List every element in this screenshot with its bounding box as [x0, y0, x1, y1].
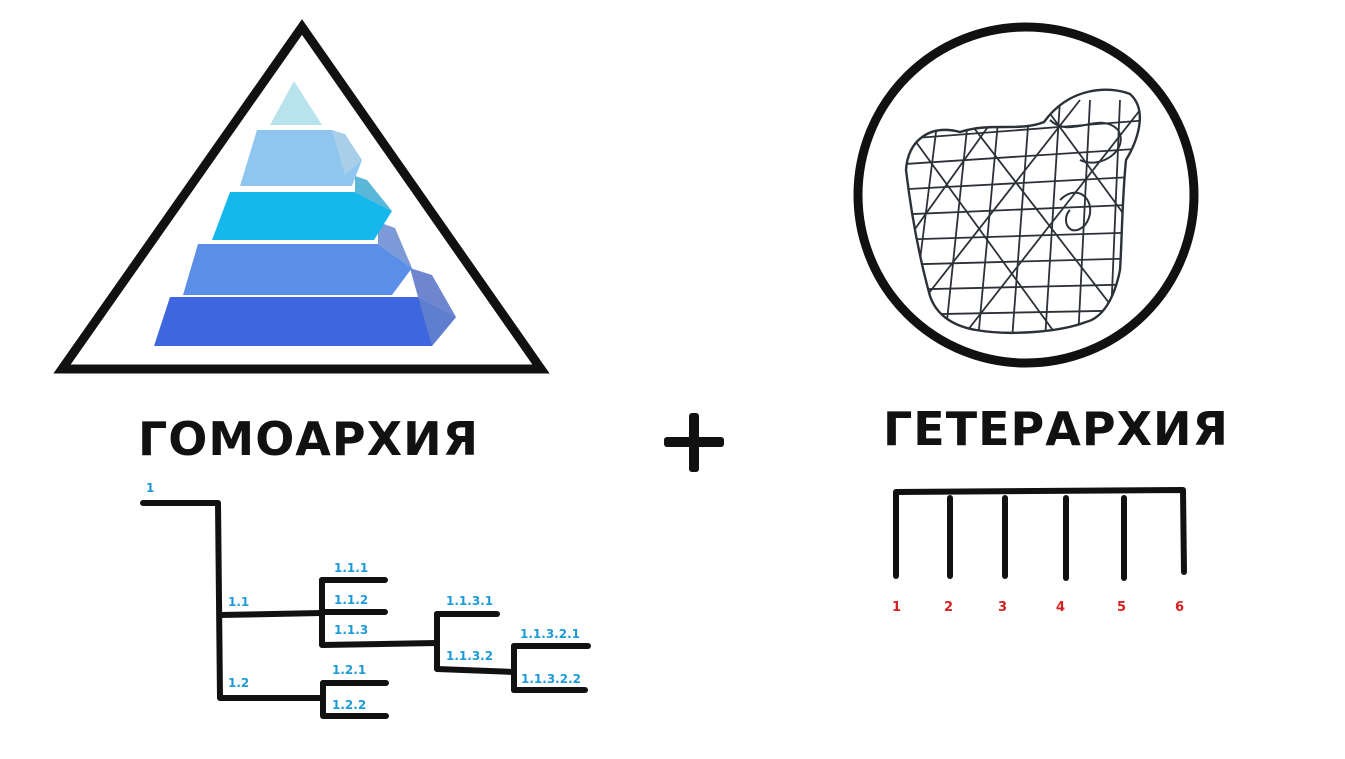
- heterarchy-column-labels: 1 2 3 4 5 6: [892, 600, 1184, 615]
- pyramid-level-2: [240, 130, 362, 186]
- pyramid-level-1: [270, 81, 322, 125]
- homoarchy-title: ГОМОАРХИЯ: [138, 412, 479, 466]
- tree-label: 1.1.3.2.1: [520, 627, 580, 641]
- pyramid-level-3: [212, 192, 392, 240]
- tree-label: 1.1.1: [334, 561, 368, 575]
- tree-label: 1.1: [228, 595, 249, 609]
- tree-label: 1.2.1: [332, 663, 366, 677]
- column-label: 6: [1175, 600, 1184, 615]
- net-icon: [904, 88, 1141, 334]
- tree-label: 1.1.3.2.2: [521, 672, 581, 686]
- tree-label: 1.1.3.2: [446, 649, 493, 663]
- pyramid-level-4: [183, 244, 412, 295]
- tree-label: 1.2.2: [332, 698, 366, 712]
- homoarchy-tree: [140, 500, 591, 719]
- tree-label: 1.1.2: [334, 593, 368, 607]
- pyramid-level-5: [154, 297, 456, 346]
- column-label: 4: [1056, 600, 1065, 615]
- column-label: 3: [998, 600, 1007, 615]
- pyramid-icon: [154, 81, 456, 346]
- homoarchy-tree-labels: 1 1.1 1.2 1.1.1 1.1.2 1.1.3 1.2.1 1.2.2 …: [146, 481, 581, 712]
- column-label: 1: [892, 600, 901, 615]
- heterarchy-comb: [893, 487, 1187, 581]
- tree-label: 1.1.3.1: [446, 594, 493, 608]
- tree-label: 1.2: [228, 676, 249, 690]
- tree-label: 1: [146, 481, 154, 495]
- plus-icon: [664, 413, 724, 472]
- column-label: 2: [944, 600, 953, 615]
- tree-label: 1.1.3: [334, 623, 368, 637]
- column-label: 5: [1117, 600, 1126, 615]
- heterarchy-title: ГЕТЕРАРХИЯ: [883, 402, 1229, 456]
